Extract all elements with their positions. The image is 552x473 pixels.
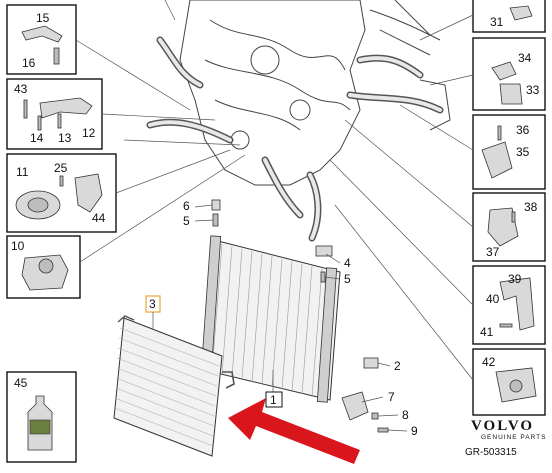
callout-2: 2 — [394, 359, 401, 373]
callout-9: 9 — [411, 424, 418, 438]
callout-7: 7 — [388, 390, 395, 404]
box-bracket-35-36: 36 35 — [472, 114, 546, 190]
box-coolant-45: 45 — [6, 371, 77, 463]
box-bracket-12-14-43: 43 12 13 14 — [6, 78, 103, 150]
radiator-main — [200, 235, 341, 403]
callout-4: 4 — [344, 256, 351, 270]
callout-3: 3 — [149, 297, 156, 311]
callout-37: 37 — [486, 245, 500, 259]
callout-33: 33 — [526, 83, 540, 97]
callout-36: 36 — [516, 123, 530, 137]
callout-15: 15 — [36, 11, 50, 25]
box-valve-33-34: 34 33 — [472, 37, 546, 111]
box-pump-42: 42 — [472, 348, 546, 416]
callout-16: 16 — [22, 56, 36, 70]
callout-45: 45 — [14, 376, 28, 390]
callout-5-left: 5 — [183, 214, 190, 228]
callout-38: 38 — [524, 200, 538, 214]
engine-assembly — [146, 0, 451, 242]
box-bracket-39-41: 39 40 41 — [472, 265, 546, 345]
callout-35: 35 — [516, 145, 530, 159]
box-pump-10: 10 — [6, 235, 81, 299]
condenser — [113, 315, 235, 457]
box-pump-11-25-44: 11 25 44 — [6, 153, 117, 233]
callout-5-right: 5 — [344, 272, 351, 286]
callout-11: 11 — [16, 165, 29, 179]
callout-42: 42 — [482, 355, 496, 369]
box-clamp-37-38: 38 37 — [472, 192, 546, 262]
diagram-reference: GR-503315 — [465, 447, 517, 458]
callout-40: 40 — [486, 292, 500, 306]
red-pointer-arrow — [228, 398, 360, 464]
leader-lines — [75, 0, 474, 381]
brand-logo: VOLVO — [471, 418, 534, 434]
callout-39: 39 — [508, 272, 522, 286]
callout-41: 41 — [480, 325, 494, 339]
brand-subtitle: GENUINE PARTS — [481, 434, 547, 441]
callout-6: 6 — [183, 199, 190, 213]
box-31: 31 — [472, 0, 546, 33]
callout-14: 14 — [30, 131, 44, 145]
callout-25: 25 — [54, 161, 68, 175]
callout-1-box — [265, 391, 283, 408]
callout-8: 8 — [402, 408, 409, 422]
callout-10: 10 — [11, 239, 25, 253]
radiator-small-parts — [194, 199, 408, 433]
callout-43: 43 — [14, 82, 28, 96]
box-bracket-15-16: 15 16 — [6, 4, 77, 75]
callout-34: 34 — [518, 51, 532, 65]
callout-31: 31 — [490, 15, 504, 29]
callout-13: 13 — [58, 131, 72, 145]
callout-44: 44 — [92, 211, 106, 225]
callout-1: 1 — [270, 393, 277, 407]
callout-12: 12 — [82, 126, 96, 140]
